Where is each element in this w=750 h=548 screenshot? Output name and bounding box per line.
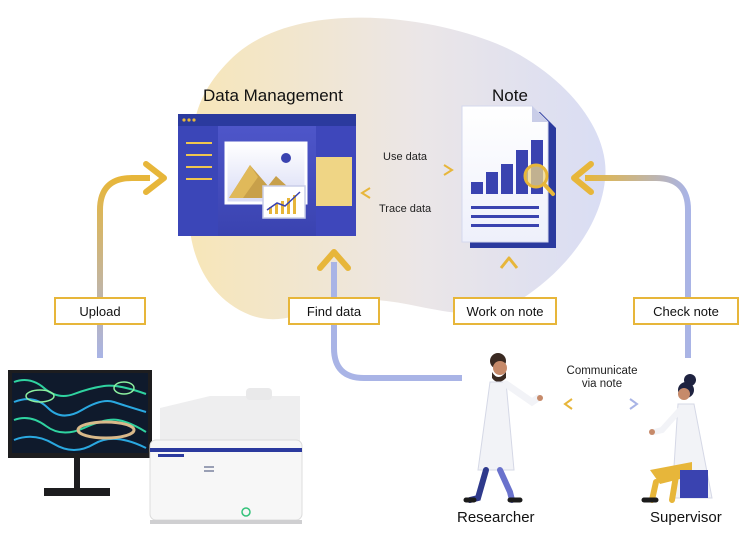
instrument-icon [149,388,303,524]
researcher-label: Researcher [457,509,535,526]
upload-arrow [97,161,167,358]
upload-step-label: Upload [79,303,121,319]
supervisor-label: Supervisor [650,509,722,526]
communicate-label: Communicate via note [566,365,638,390]
use-data-arrow [362,164,454,176]
researcher-figure [463,353,543,503]
check-note-step-box: Check note [633,297,739,325]
find-data-step-box: Find data [288,297,380,325]
work-on-note-step-label: Work on note [466,303,544,319]
note-document-icon [461,105,556,248]
use-data-label: Use data [383,151,428,163]
communicate-arrow [563,398,639,410]
trace-data-label: Trace data [379,203,432,215]
find-data-step-label: Find data [306,303,362,319]
upload-step-box: Upload [54,297,146,325]
check-note-step-label: Check note [653,303,719,319]
data-management-title: Data Management [203,86,343,105]
find-data-arrow [317,249,462,381]
trace-data-arrow [360,187,452,199]
work-on-note-step-box: Work on note [453,297,557,325]
note-title: Note [492,86,528,105]
data-management-icon [178,114,356,236]
monitor-icon [8,370,152,496]
supervisor-figure [641,374,713,503]
check-note-arrow [571,161,691,358]
